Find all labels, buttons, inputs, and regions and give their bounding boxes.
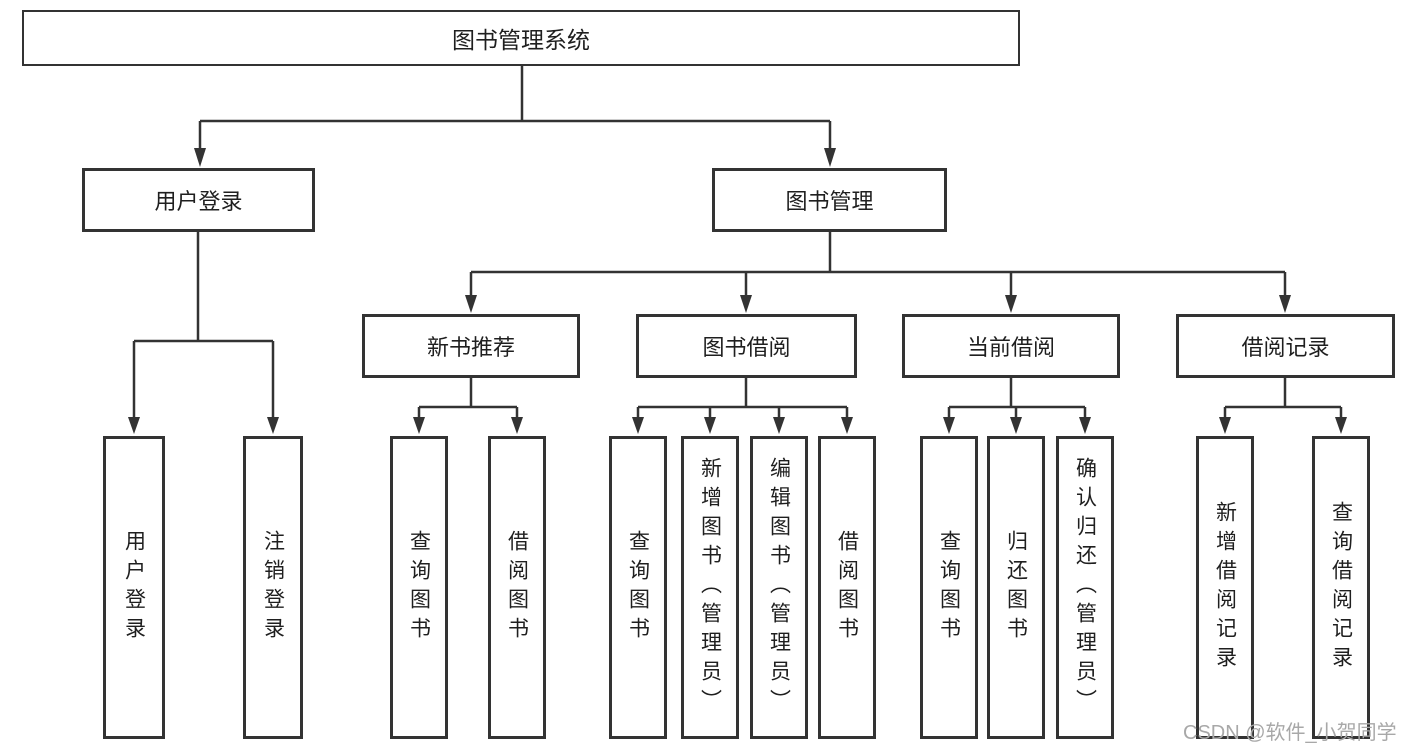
leaf-c-return-books-label: 归还图书: [1004, 529, 1028, 646]
node-user-login-label: 用户登录: [154, 189, 243, 214]
node-borrow-records: 借阅记录: [1176, 314, 1395, 378]
node-new-book-recommend: 新书推荐: [362, 314, 580, 378]
node-current-borrowing-label: 当前借阅: [966, 335, 1055, 360]
leaf-logout-label: 注销登录: [261, 529, 285, 646]
node-root-label: 图书管理系统: [452, 27, 590, 53]
leaf-nb-borrow-books-label: 借阅图书: [505, 529, 529, 646]
node-book-management: 图书管理: [712, 168, 947, 232]
leaf-c-return-books: 归还图书: [987, 436, 1045, 739]
leaf-b-edit-books-admin: 编辑图书（管理员）: [750, 436, 808, 739]
leaf-logout: 注销登录: [243, 436, 303, 739]
node-user-login: 用户登录: [82, 168, 315, 232]
leaf-c-query-books-label: 查询图书: [937, 529, 961, 646]
node-new-book-recommend-label: 新书推荐: [426, 335, 515, 360]
node-book-management-label: 图书管理: [785, 189, 874, 214]
leaf-b-query-books-label: 查询图书: [626, 529, 650, 646]
node-book-borrowing-label: 图书借阅: [702, 335, 791, 360]
node-borrow-records-label: 借阅记录: [1241, 335, 1330, 360]
leaf-r-add-record: 新增借阅记录: [1196, 436, 1254, 739]
csdn-watermark: CSDN @软件_小贺同学: [1183, 722, 1397, 744]
leaf-b-edit-books-admin-label: 编辑图书（管理员）: [767, 457, 791, 718]
leaf-nb-query-books: 查询图书: [390, 436, 448, 739]
leaf-c-confirm-return-admin: 确认归还（管理员）: [1056, 436, 1114, 739]
leaf-nb-borrow-books: 借阅图书: [488, 436, 546, 739]
leaf-r-query-record-label: 查询借阅记录: [1329, 500, 1353, 675]
node-book-borrowing: 图书借阅: [636, 314, 857, 378]
leaf-nb-query-books-label: 查询图书: [407, 529, 431, 646]
leaf-r-query-record: 查询借阅记录: [1312, 436, 1370, 739]
leaf-c-query-books: 查询图书: [920, 436, 978, 739]
leaf-b-add-books-admin: 新增图书（管理员）: [681, 436, 739, 739]
leaf-user-login-label: 用户登录: [122, 529, 146, 646]
leaf-r-add-record-label: 新增借阅记录: [1213, 500, 1237, 675]
node-current-borrowing: 当前借阅: [902, 314, 1120, 378]
leaf-b-add-books-admin-label: 新增图书（管理员）: [698, 457, 722, 718]
leaf-b-query-books: 查询图书: [609, 436, 667, 739]
leaf-b-borrow-books: 借阅图书: [818, 436, 876, 739]
leaf-b-borrow-books-label: 借阅图书: [835, 529, 859, 646]
leaf-c-confirm-return-admin-label: 确认归还（管理员）: [1073, 457, 1097, 718]
node-root-system: 图书管理系统: [22, 10, 1020, 66]
leaf-user-login: 用户登录: [103, 436, 165, 739]
